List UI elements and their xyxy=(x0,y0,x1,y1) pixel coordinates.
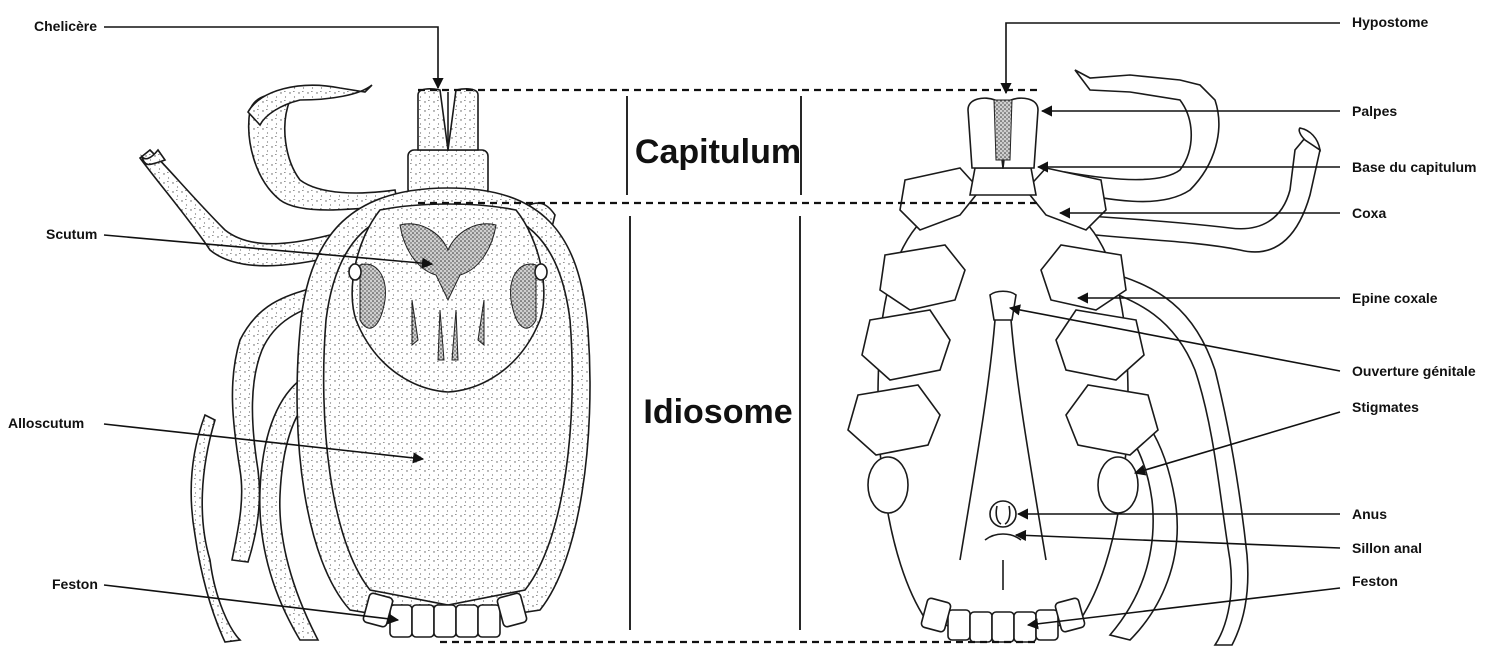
dorsal-capitulum xyxy=(408,89,488,195)
label-sillon-anal: Sillon anal xyxy=(1352,540,1422,556)
label-base-capitulum: Base du capitulum xyxy=(1352,159,1476,175)
ventral-capitulum xyxy=(968,98,1038,195)
label-alloscutum: Alloscutum xyxy=(8,415,84,431)
label-coxa: Coxa xyxy=(1352,205,1386,221)
label-anus: Anus xyxy=(1352,506,1387,522)
label-hypostome: Hypostome xyxy=(1352,14,1428,30)
label-chelicere: Chelicère xyxy=(34,18,97,34)
label-palpes: Palpes xyxy=(1352,103,1397,119)
ventral-tick-illustration xyxy=(848,70,1320,645)
label-ouverture-genitale: Ouverture génitale xyxy=(1352,363,1476,379)
label-feston-left: Feston xyxy=(52,576,98,592)
label-scutum: Scutum xyxy=(46,226,97,242)
label-epine-coxale: Epine coxale xyxy=(1352,290,1438,306)
label-feston-right: Feston xyxy=(1352,573,1398,589)
capitulum-section-label: Capitulum xyxy=(635,133,801,171)
label-stigmates: Stigmates xyxy=(1352,399,1419,415)
dorsal-tick-illustration xyxy=(140,85,590,642)
idiosome-section-label: Idiosome xyxy=(643,393,792,431)
